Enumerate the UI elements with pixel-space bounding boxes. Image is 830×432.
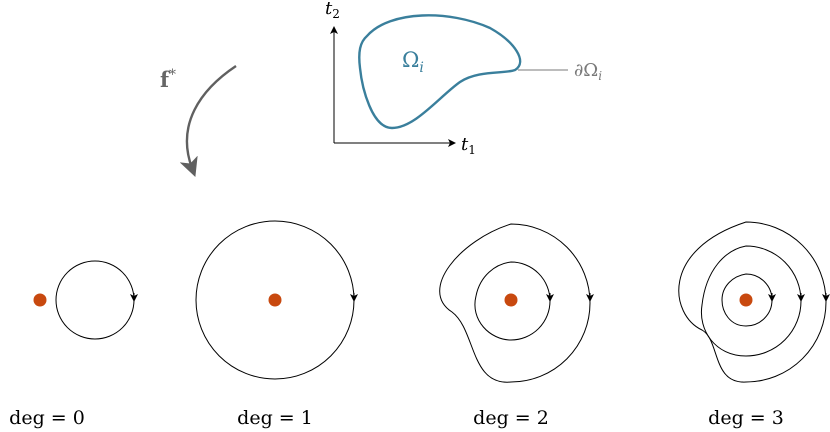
origin-point [33,293,47,307]
boundary-label: ∂Ωi [574,60,602,83]
caption-deg-3: deg = 3 [708,407,784,429]
caption-deg-1: deg = 1 [237,407,313,429]
inner-loop-curve [474,261,551,341]
panel-deg-0 [33,260,138,340]
region-omega-boundary [358,14,522,130]
map-label: f* [160,67,176,92]
t2-axis-label: t2 [325,0,340,21]
loop-curve [439,223,591,383]
caption-deg-0: deg = 0 [9,407,85,429]
caption-deg-2: deg = 2 [473,407,549,429]
captions: deg = 0 deg = 1 deg = 2 deg = 3 [9,407,784,429]
panel-deg-2 [439,223,594,383]
inner-loop-curve [721,273,773,327]
t1-axis-label: t1 [461,134,476,157]
region-omega-label: Ωi [402,48,424,76]
origin-point [739,293,753,307]
panel-deg-1 [195,220,358,380]
map-arrow-group: f* [160,65,237,177]
origin-point [504,293,518,307]
origin-point [268,293,282,307]
middle-loop-curve [700,245,802,357]
top-plot: t1 t2 Ωi ∂Ωi [325,0,602,157]
panel-deg-3 [678,221,830,383]
loop-curve [55,260,135,340]
map-arrow [179,65,237,177]
outer-loop-curve [678,221,827,383]
